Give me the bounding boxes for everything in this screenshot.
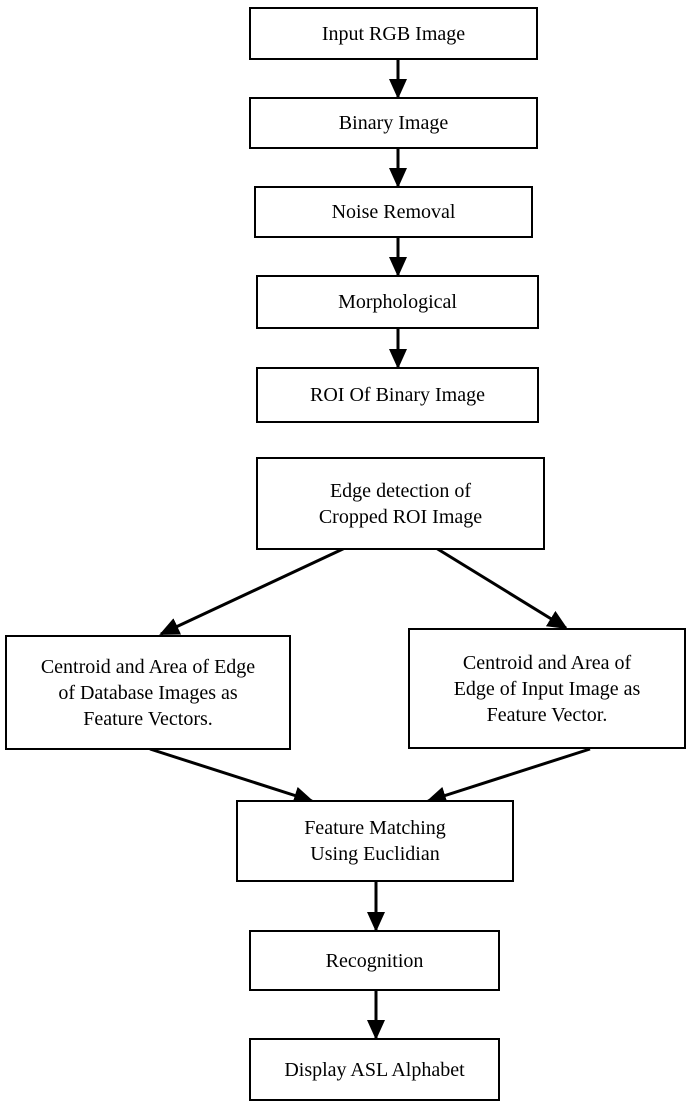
arrow-edge-to-centroid-input [435, 546, 568, 630]
node-feature-matching: Feature Matching Using Euclidian [236, 800, 514, 882]
node-label-line: Cropped ROI Image [318, 505, 483, 528]
node-label-line: Display ASL Alphabet [284, 1058, 465, 1081]
node-edge-detection: Edge detection of Cropped ROI Image [256, 457, 545, 550]
node-label-line: Noise Removal [331, 201, 456, 223]
node-label-line: Centroid and Area of [462, 651, 632, 674]
node-display-asl-alphabet: Display ASL Alphabet [249, 1038, 500, 1101]
node-label-line: Binary Image [338, 112, 449, 134]
node-label-line: Feature Vector. [486, 703, 608, 726]
arrow-centroid-db-to-matching [149, 747, 314, 805]
node-binary-image: Binary Image [249, 97, 538, 149]
node-label-line: ROI Of Binary Image [310, 384, 485, 406]
node-label-line: of Database Images as [58, 681, 238, 704]
node-input-rgb-image: Input RGB Image [249, 7, 538, 60]
node-centroid-input: Centroid and Area of Edge of Input Image… [408, 628, 686, 749]
arrow-edge-to-centroid-db [159, 546, 346, 636]
node-label-line: Centroid and Area of Edge [40, 655, 256, 678]
node-label-line: Edge detection of [329, 479, 472, 502]
node-morphological: Morphological [256, 275, 539, 329]
node-centroid-database: Centroid and Area of Edge of Database Im… [5, 635, 291, 750]
node-label-line: Morphological [338, 291, 457, 313]
node-label-line: Edge of Input Image as [453, 677, 641, 700]
node-roi-of-binary-image: ROI Of Binary Image [256, 367, 539, 423]
node-label-line: Feature Vectors. [83, 707, 213, 730]
node-label-line: Input RGB Image [321, 22, 466, 45]
node-label-line: Recognition [325, 949, 424, 972]
arrow-centroid-input-to-matching [426, 747, 591, 805]
node-label-line: Feature Matching [304, 817, 446, 839]
node-recognition: Recognition [249, 930, 500, 991]
node-noise-removal: Noise Removal [254, 186, 533, 238]
node-label-line: Using Euclidian [310, 843, 440, 865]
